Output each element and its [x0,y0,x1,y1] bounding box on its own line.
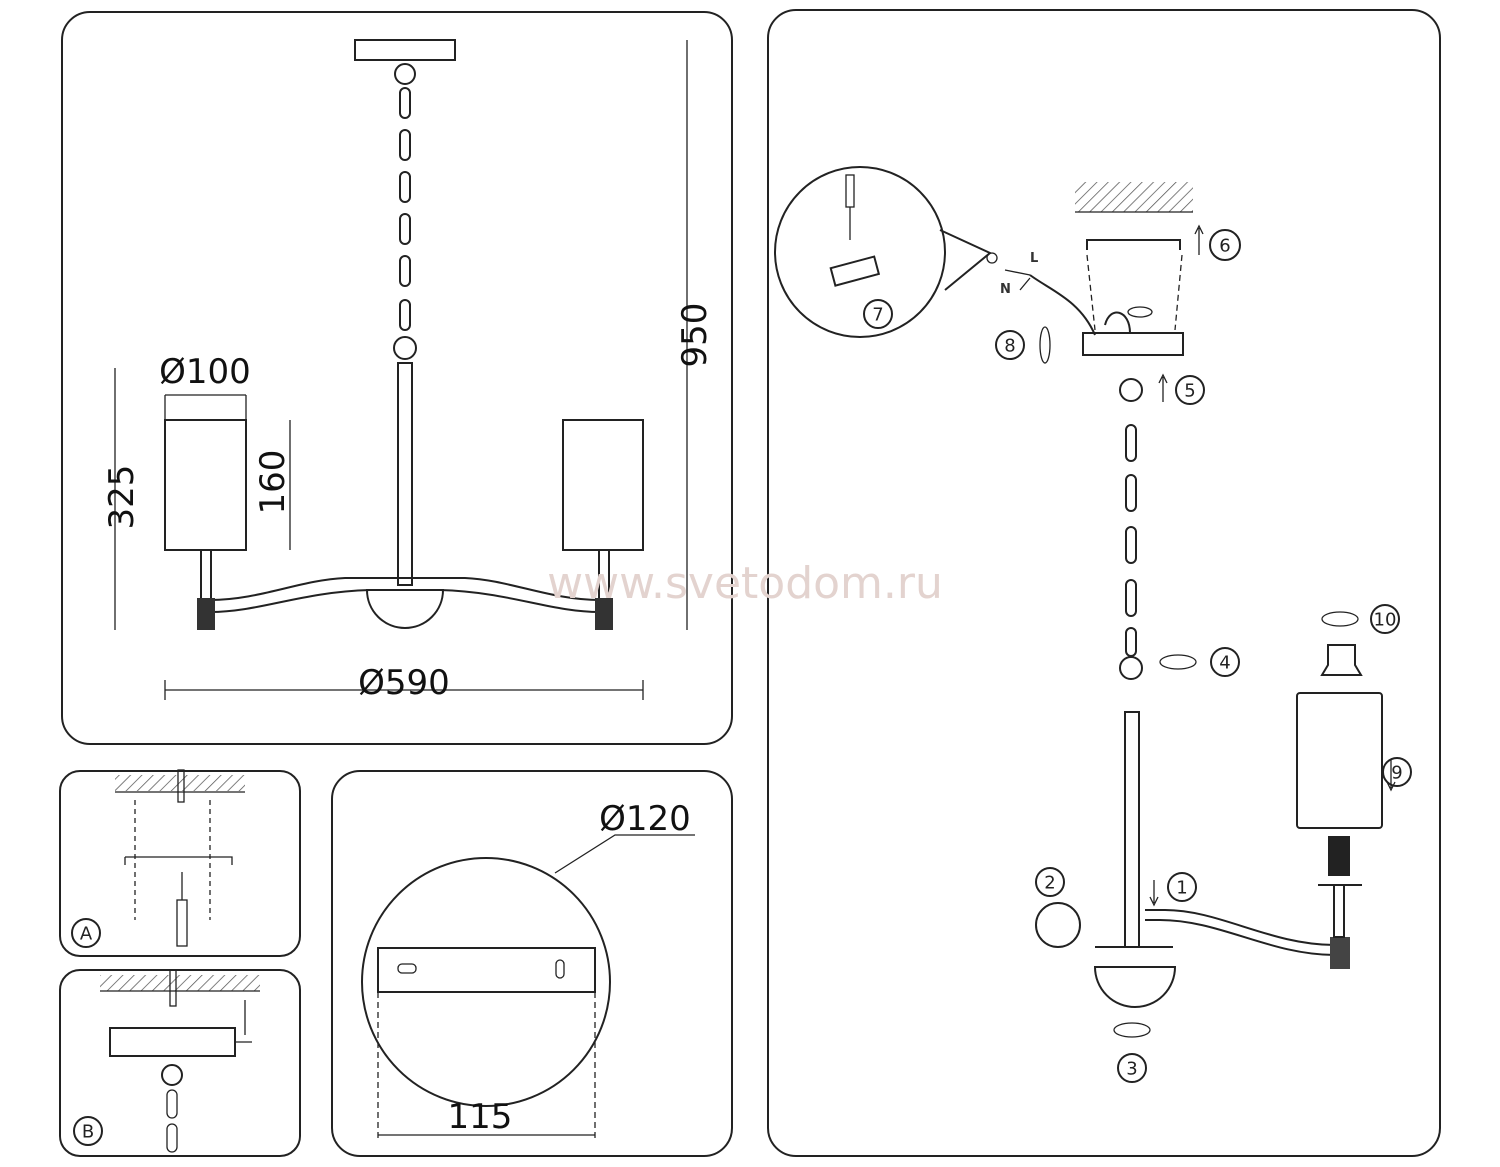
rotate-icon [1159,654,1197,670]
dim-shade-height: 160 [253,450,293,515]
bowl [365,589,445,629]
rotate-icon [1113,1022,1151,1038]
mounting-plate [377,947,596,993]
dimension-lines [114,40,688,700]
rotate-icon [1127,306,1153,318]
direction-arrows [1039,224,1396,1038]
live-wire-label: L [1030,251,1038,266]
step-7: 7 [872,305,883,326]
chandelier-drawing [164,39,644,630]
mount-panel-b: B [59,969,301,1157]
shade-ring [1320,644,1363,676]
rotate-icon [1321,611,1359,627]
lamp-socket [1328,836,1350,876]
canopy-exploded [1082,332,1184,356]
step-callouts: 1 2 3 4 5 6 7 8 9 10 [863,229,1412,1083]
dim-plate-width: 115 [448,1097,513,1137]
dim-height-arm: 325 [102,465,142,530]
step-10: 10 [1374,610,1397,631]
rod [397,362,413,586]
dim-span-diameter: Ø590 [358,663,450,703]
dimension-panel: 950 325 Ø100 160 Ø590 [61,11,733,745]
assembly-panel: L N 1 2 3 4 5 6 7 [767,9,1441,1157]
step-9: 9 [1391,763,1402,784]
shade-exploded [1296,692,1383,829]
step-4: 4 [1219,653,1230,674]
step-8: 8 [1004,336,1015,357]
step-2: 2 [1044,873,1055,894]
label-a: A [80,924,93,945]
label-b: B [82,1122,94,1143]
dim-height-total: 950 [675,303,715,368]
terminal-block-detail [774,166,946,338]
ground-icon [986,252,998,264]
arm-exploded [1145,909,1336,946]
rotate-icon [1039,326,1051,364]
mount-panel-a: A [59,769,301,957]
neutral-wire-label: N [1000,282,1011,297]
canopy-plate-panel: Ø120 115 [331,770,733,1157]
dim-canopy-diameter: Ø120 [599,799,691,839]
step-5: 5 [1184,381,1195,402]
canopy [354,39,456,61]
canopy-circle [361,857,611,1107]
step-3: 3 [1126,1059,1137,1080]
step-1: 1 [1176,878,1187,899]
chain [399,87,411,331]
arms [209,577,601,601]
step-6: 6 [1219,236,1230,257]
dim-shade-diameter: Ø100 [159,352,251,392]
bowl-exploded [1093,966,1177,1008]
